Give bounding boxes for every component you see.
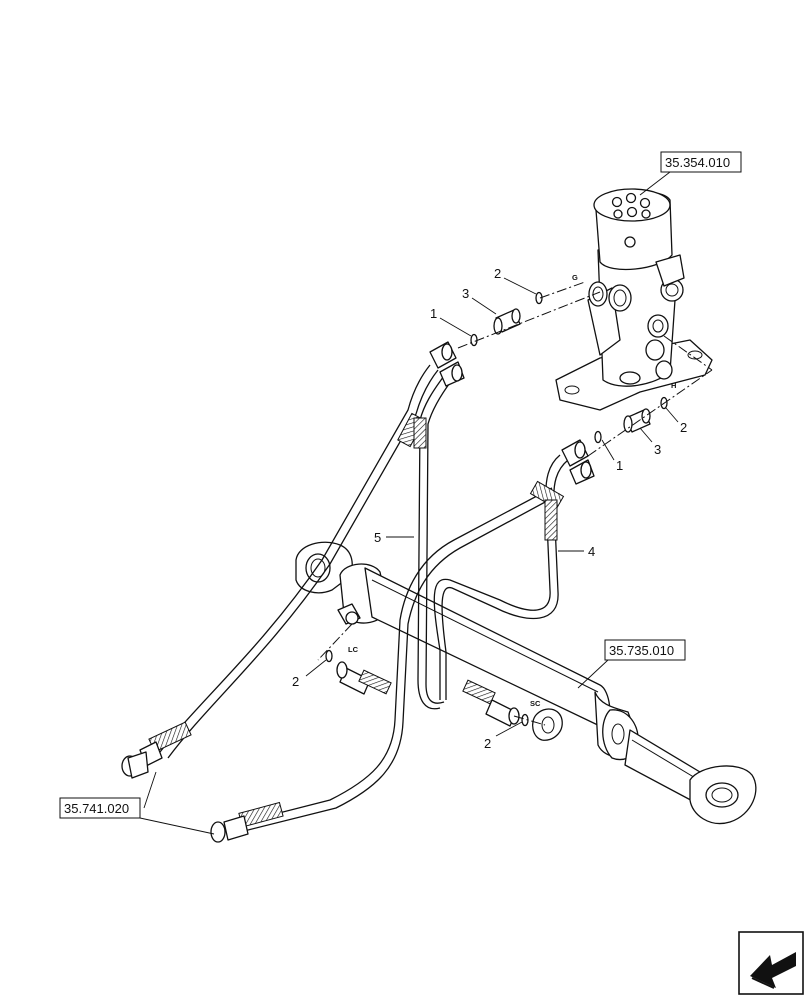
ref-swivel[interactable]: 35.354.010 [639, 151, 742, 196]
port-label-lc: LC [348, 645, 359, 654]
lower-hose-fittings [121, 661, 520, 843]
callout-hose-5: 5 [374, 530, 381, 545]
ref-hose-ends-label: 35.741.020 [64, 801, 129, 816]
callout-seal-sc: 2 [484, 736, 491, 751]
hose-5 [159, 364, 453, 759]
centerlines [317, 281, 713, 726]
port-label-h: H [671, 381, 676, 390]
callout-hose-4: 4 [588, 544, 595, 559]
ref-swivel-label: 35.354.010 [665, 155, 730, 170]
callout-seal-top: 2 [494, 266, 501, 281]
callouts: 1 2 3 1 2 3 4 5 2 2 G H LC SC [292, 266, 687, 751]
upper-hose-fittings [429, 341, 595, 485]
ref-hose-ends[interactable]: 35.741.020 [59, 771, 215, 835]
ref-cylinder[interactable]: 35.735.010 [577, 639, 686, 689]
port-label-g: G [572, 273, 578, 282]
callout-seal-lc: 2 [292, 674, 299, 689]
swivel-joint [555, 188, 713, 411]
port-label-sc: SC [530, 699, 541, 708]
hose-4 [231, 454, 569, 834]
callout-o-ring-mid: 1 [616, 458, 623, 473]
callout-o-ring-top: 1 [430, 306, 437, 321]
callout-adapter-top: 3 [462, 286, 469, 301]
callout-adapter-mid: 3 [654, 442, 661, 457]
o-rings [325, 291, 668, 727]
callout-seal-mid: 2 [680, 420, 687, 435]
adapter-top [493, 308, 521, 335]
adapter-mid [623, 408, 651, 433]
arrow-back-icon[interactable] [738, 931, 804, 995]
ref-cylinder-label: 35.735.010 [609, 643, 674, 658]
